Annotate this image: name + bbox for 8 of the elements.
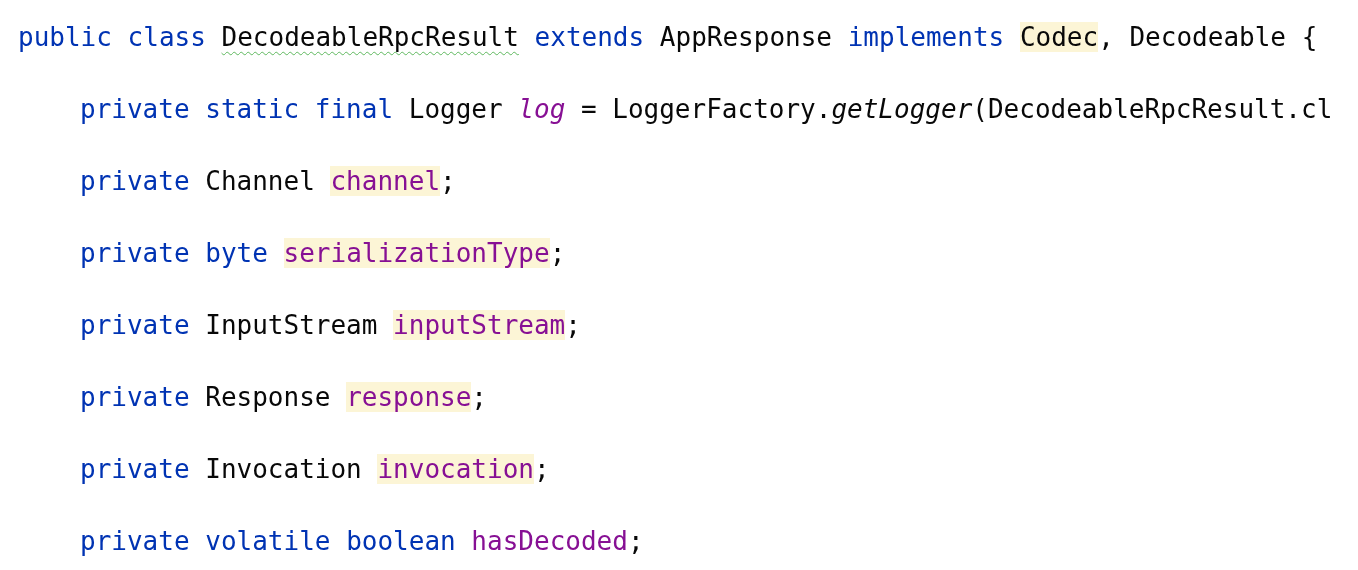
- code-line: private Channel channel;: [80, 165, 456, 198]
- code-line: private InputStream inputStream;: [80, 309, 581, 342]
- code-line: private byte serializationType;: [80, 237, 566, 270]
- code-line: private volatile boolean hasDecoded;: [80, 525, 644, 558]
- code-line: private static final Logger log = LoggerFactory.getLogger(DecodeableRpcResult.cl: [80, 93, 1333, 126]
- code-line: private Response response;: [80, 381, 487, 414]
- code-line: public class DecodeableRpcResult extends AppResponse implements Codec, Decodeable {: [18, 21, 1318, 54]
- code-line: private Invocation invocation;: [80, 453, 550, 486]
